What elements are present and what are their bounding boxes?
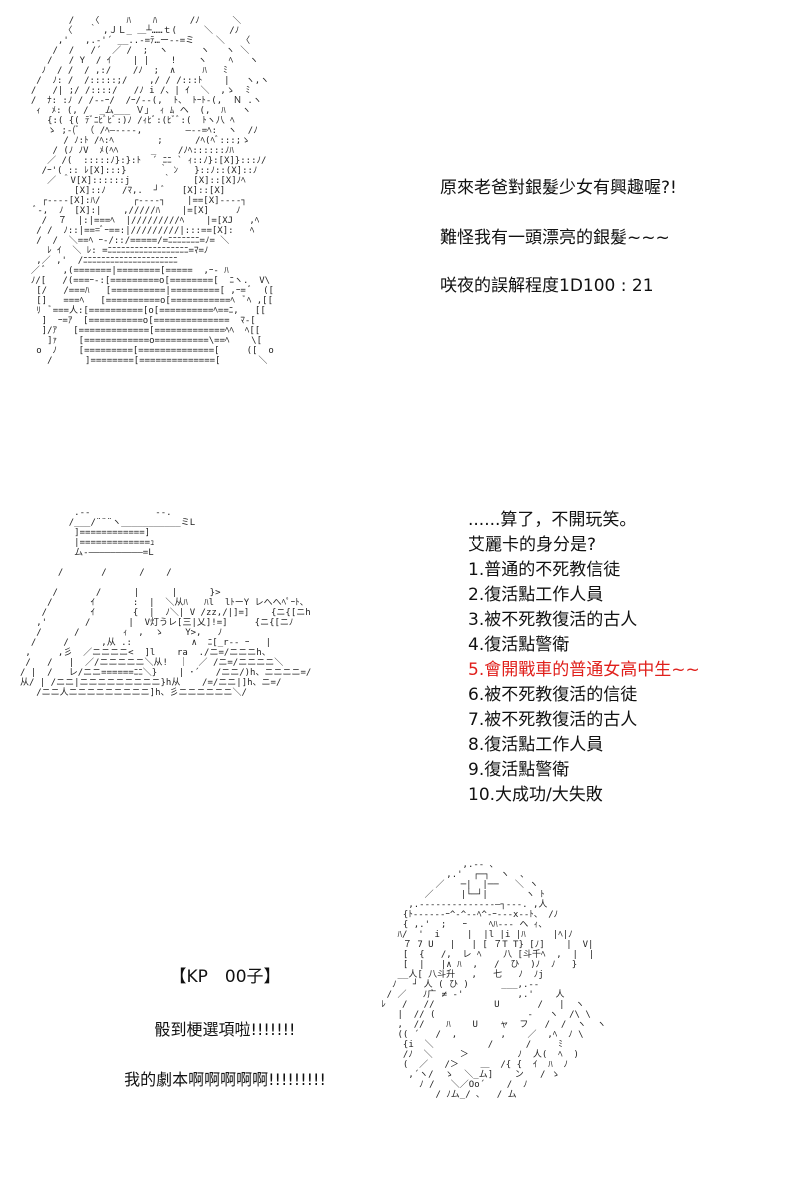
- dialogue-line-2: 難怪我有一頭漂亮的銀髮~~~: [440, 228, 670, 248]
- ascii-art-character-sitting: .-‐ ￣￣￣￣￣￣ ‐-. /___/¨¨¨ヽ___________ミL ]=…: [20, 508, 312, 698]
- choice-option-5-selected: 5.會開戰車的普通女高中生~~: [468, 660, 700, 680]
- choice-question: 艾麗卡的身分是?: [468, 535, 597, 555]
- kp-line-2: 我的劇本啊啊啊啊啊!!!!!!!!!: [124, 1070, 326, 1089]
- choice-option-10: 10.大成功/大失敗: [468, 785, 603, 805]
- kp-line-1: 骰到梗選項啦!!!!!!!: [154, 1020, 296, 1039]
- dialogue-line-1: 原來老爸對銀髮少女有興趣喔?!: [440, 178, 677, 198]
- ascii-art-kp-character: ,.-‐ ､ ,.' ┌─┐ ヽ ､ ／ ─| |── ＼ ヽ ／ |└─┘| …: [381, 860, 606, 1100]
- choice-option-4: 4.復活點警衛: [468, 635, 570, 655]
- choice-option-7: 7.被不死教復活的古人: [468, 710, 638, 730]
- ascii-art-maid-character: / 〈 ﾊ ﾊ /ﾉ ＼ 〈 ｀ ,ＪＬ_ ＿┴……ｔ( ＼ /ﾉ ,' ,.-…: [30, 16, 274, 366]
- choice-option-6: 6.被不死教復活的信徒: [468, 685, 638, 705]
- dice-result-line: 咲夜的誤解程度1D100 : 21: [440, 276, 654, 296]
- choice-option-3: 3.被不死教復活的古人: [468, 610, 638, 630]
- choice-option-9: 9.復活點警衛: [468, 760, 570, 780]
- speaker-label: 【KP 00子】: [169, 967, 281, 987]
- choice-option-8: 8.復活點工作人員: [468, 735, 604, 755]
- choice-option-2: 2.復活點工作人員: [468, 585, 604, 605]
- choice-list: ......算了，不開玩笑。 艾麗卡的身分是? 1.普通的不死教信徒 2.復活點…: [468, 508, 700, 808]
- choice-option-1: 1.普通的不死教信徒: [468, 560, 621, 580]
- choice-intro: ......算了，不開玩笑。: [468, 510, 637, 530]
